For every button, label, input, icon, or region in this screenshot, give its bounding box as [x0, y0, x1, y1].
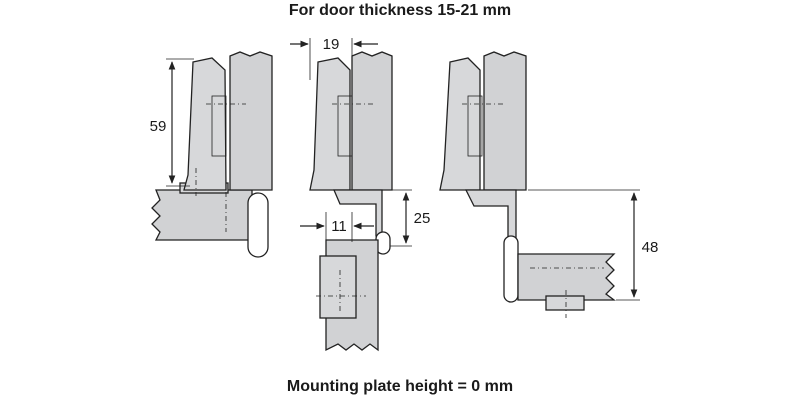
- hinge-arm-3: [464, 189, 517, 241]
- view-full-overlay: 59: [150, 51, 273, 258]
- hinge-cup-2: [337, 95, 353, 157]
- dim-label-11: 11: [331, 218, 347, 235]
- hinge-arm-1: [247, 192, 269, 258]
- diagram-footer: Mounting plate height = 0 mm: [286, 378, 514, 395]
- dim-label-59: 59: [150, 118, 167, 135]
- view-inset: 48: [439, 51, 659, 318]
- hinge-cup-1: [211, 95, 227, 157]
- hinge-body-1: [183, 57, 227, 191]
- dim-label-48: 48: [642, 239, 659, 256]
- cabinet-side-1: [151, 189, 253, 241]
- mounting-plate-3: [545, 295, 585, 311]
- dim-label-19: 19: [323, 36, 340, 53]
- view-half-overlay: 19 11 25: [290, 36, 431, 352]
- hinge-cup-3: [467, 95, 483, 157]
- door-panel-3: [483, 51, 527, 191]
- mounting-plate-2: [319, 255, 357, 319]
- hinge-body-3: [439, 57, 481, 191]
- dim-label-25: 25: [414, 210, 431, 227]
- hinge-pivot-3: [503, 235, 519, 303]
- door-panel-1: [229, 51, 273, 191]
- diagram-title: For door thickness 15-21 mm: [288, 2, 512, 19]
- door-panel-2: [351, 51, 393, 191]
- hinge-body-2: [309, 57, 351, 191]
